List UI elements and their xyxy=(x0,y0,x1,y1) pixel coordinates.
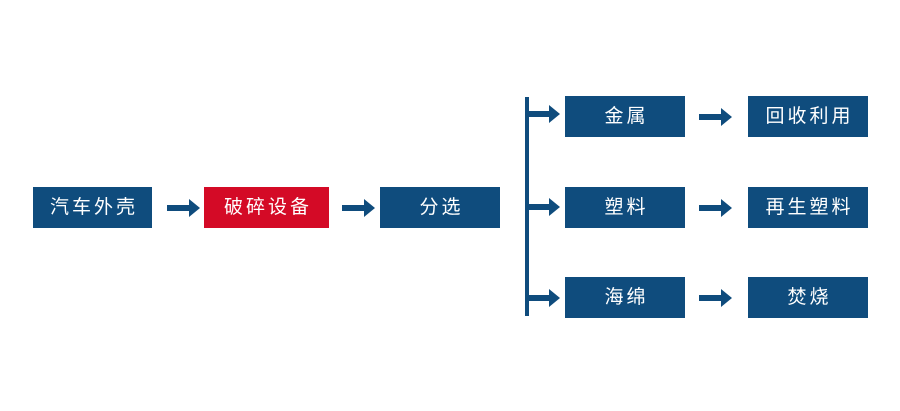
arrow-right-icon-5 xyxy=(698,284,734,312)
node-label: 分选 xyxy=(419,196,464,218)
node-sorting[interactable]: 分选 xyxy=(380,187,500,228)
arrow-right-icon-3 xyxy=(698,103,734,131)
node-label: 汽车外壳 xyxy=(49,196,138,218)
node-incineration[interactable]: 焚烧 xyxy=(748,277,868,318)
node-label: 焚烧 xyxy=(787,286,832,308)
node-recycle-reuse[interactable]: 回收利用 xyxy=(748,96,868,137)
node-label: 塑料 xyxy=(604,196,649,218)
node-plastic[interactable]: 塑料 xyxy=(565,187,685,228)
node-sponge[interactable]: 海绵 xyxy=(565,277,685,318)
branch-arrow-icon-3 xyxy=(527,287,561,309)
node-shredding-equipment[interactable]: 破碎设备 xyxy=(204,187,329,228)
node-label: 海绵 xyxy=(604,286,649,308)
node-metal[interactable]: 金属 xyxy=(565,96,685,137)
node-label: 破碎设备 xyxy=(223,196,312,218)
arrow-right-icon-1 xyxy=(166,194,202,222)
node-car-shell[interactable]: 汽车外壳 xyxy=(33,187,152,228)
arrow-right-icon-2 xyxy=(341,194,377,222)
node-regenerated-plastic[interactable]: 再生塑料 xyxy=(748,187,868,228)
arrow-right-icon-4 xyxy=(698,194,734,222)
branch-arrow-icon-2 xyxy=(527,196,561,218)
node-label: 金属 xyxy=(604,105,649,127)
node-label: 再生塑料 xyxy=(765,196,854,218)
branch-arrow-icon-1 xyxy=(527,103,561,125)
node-label: 回收利用 xyxy=(765,105,854,127)
